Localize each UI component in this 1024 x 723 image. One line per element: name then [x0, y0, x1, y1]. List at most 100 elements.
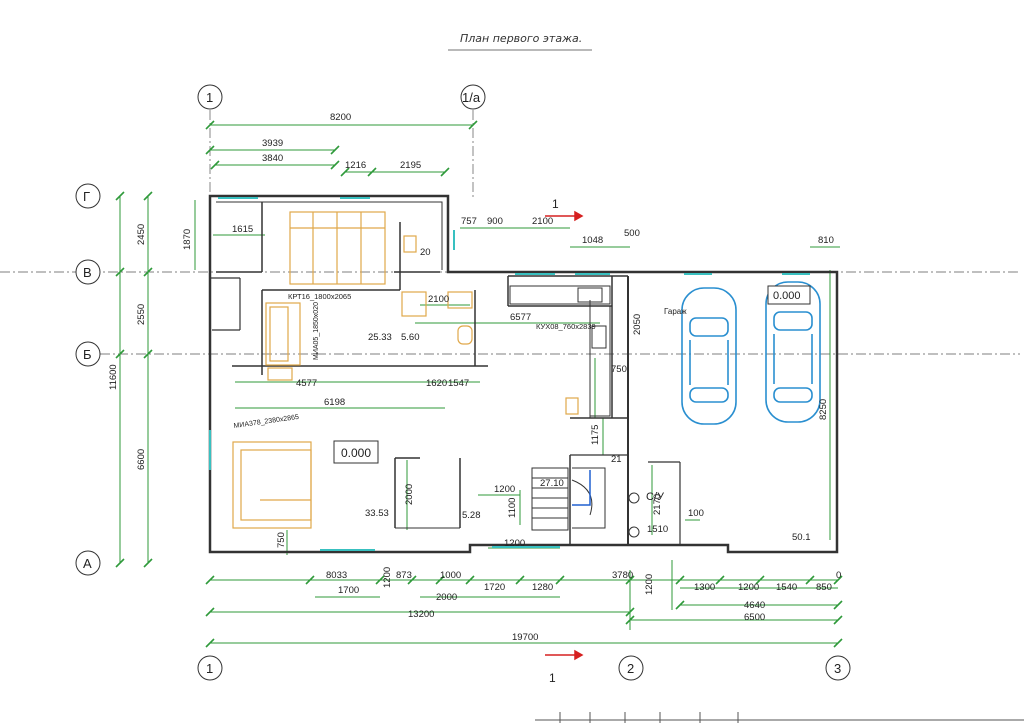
dim-100: 100 — [688, 508, 704, 519]
dim-750-a: 750 — [611, 364, 627, 375]
level-box-main — [333, 440, 379, 464]
level-garage: 0.000 — [773, 290, 801, 302]
dim-b-4640: 4640 — [744, 600, 765, 611]
dim-1216: 1216 — [345, 160, 366, 171]
level-box-garage — [767, 285, 811, 305]
dim-8200: 8200 — [330, 112, 351, 123]
label-sofa-living: МИА378_2380х2865 — [233, 414, 299, 430]
dim-b-1000: 1000 — [440, 570, 461, 581]
dim-b-1200: 1200 — [382, 567, 393, 588]
dim-3840: 3840 — [262, 153, 283, 164]
dim-2195: 2195 — [400, 160, 421, 171]
dim-11600: 11600 — [108, 364, 119, 390]
area-5-60: 5.60 — [401, 332, 420, 343]
axis-col-2: 2 — [627, 661, 634, 676]
level-main: 0.000 — [341, 446, 371, 460]
sofa-top — [265, 302, 301, 366]
dim-1100: 1100 — [507, 498, 518, 518]
axis-col-1-bottom: 1 — [206, 661, 213, 676]
area-27-10: 27.10 — [540, 478, 564, 489]
label-garage: Гараж — [664, 307, 687, 316]
car-right — [765, 281, 821, 423]
dim-6577: 6577 — [510, 312, 531, 323]
kitchen-counter — [509, 285, 611, 417]
axis-markers — [75, 84, 851, 681]
axis-col-1a: 1/а — [462, 90, 481, 105]
section-marks — [545, 210, 584, 661]
dim-750-b: 750 — [276, 532, 287, 548]
axis-col-1-top: 1 — [206, 90, 213, 105]
dim-b-8033: 8033 — [326, 570, 347, 581]
car-left — [681, 287, 737, 425]
walls — [208, 194, 839, 554]
dim-1510: 1510 — [647, 524, 668, 535]
dim-b-1200-2: 1200 — [644, 574, 655, 595]
dim-b-1200-3: 1200 — [738, 582, 759, 593]
axis-col-3: 3 — [834, 661, 841, 676]
section-mark-bottom: 1 — [549, 671, 556, 685]
dim-b-0: 0 — [836, 570, 841, 581]
axis-row-g: Г — [83, 189, 90, 204]
area-25-33: 25.33 — [368, 332, 392, 343]
dim-3939: 3939 — [262, 138, 283, 149]
dim-2100-mid: 2100 — [428, 294, 449, 305]
dim-2450: 2450 — [136, 224, 147, 245]
fixtures — [628, 492, 640, 538]
label-boiler: С/У — [646, 491, 665, 503]
dim-1620: 1620 — [426, 378, 447, 389]
dim-b-2000: 2000 — [436, 592, 457, 603]
area-5-28: 5.28 — [462, 510, 481, 521]
dim-900: 900 — [487, 216, 503, 227]
dim-1870: 1870 — [182, 229, 193, 250]
dim-b-1700: 1700 — [338, 585, 359, 596]
bottom-frame — [535, 712, 1024, 723]
dim-8250: 8250 — [818, 399, 829, 420]
dim-1615: 1615 — [232, 224, 253, 235]
dim-2100-top: 2100 — [532, 216, 553, 227]
dim-b-873: 873 — [396, 570, 412, 581]
dim-b-3780: 3780 — [612, 570, 633, 581]
dimension-lines — [119, 124, 840, 644]
dim-b-1280: 1280 — [532, 582, 553, 593]
axis-row-b: Б — [83, 347, 92, 362]
dim-b-19700: 19700 — [512, 632, 538, 643]
dim-b-6500: 6500 — [744, 612, 765, 623]
label-kitchen: КУХ08_760х2839 — [536, 322, 596, 331]
area-33-53: 33.53 — [365, 508, 389, 519]
dim-757: 757 — [461, 216, 477, 227]
dim-6198: 6198 — [324, 397, 345, 408]
dim-1547: 1547 — [448, 378, 469, 389]
stair-arrow — [572, 470, 591, 506]
area-20: 20 — [420, 247, 431, 258]
windows — [209, 197, 810, 551]
area-50-1: 50.1 — [792, 532, 811, 543]
area-21: 21 — [611, 454, 622, 465]
dim-2170: 2170 — [652, 494, 663, 515]
label-sofa-top: МИА05_1850х020 — [313, 302, 320, 360]
sofa-living — [232, 441, 312, 529]
dim-2550: 2550 — [136, 304, 147, 325]
table-round — [457, 325, 473, 345]
dimension-ticks — [115, 120, 843, 648]
section-mark-top: 1 — [552, 197, 559, 211]
dim-b-1300: 1300 — [694, 582, 715, 593]
dim-4577: 4577 — [296, 378, 317, 389]
plan-title: План первого этажа. — [460, 32, 582, 45]
dim-b-850: 850 — [816, 582, 832, 593]
label-bed: КРТ16_1800х2065 — [288, 292, 351, 301]
furniture — [232, 211, 579, 529]
dim-2000: 2000 — [404, 484, 415, 505]
dim-1200-b: 1200 — [504, 538, 525, 549]
dim-1175: 1175 — [590, 425, 601, 445]
axis-row-a: А — [83, 556, 92, 571]
dim-810: 810 — [818, 235, 834, 246]
dim-2050: 2050 — [632, 314, 643, 335]
dim-1048: 1048 — [582, 235, 603, 246]
dim-b-1540: 1540 — [776, 582, 797, 593]
axis-row-v: В — [83, 265, 92, 280]
dim-500: 500 — [624, 228, 640, 239]
cars — [681, 281, 821, 425]
dim-b-1720: 1720 — [484, 582, 505, 593]
dim-b-13200: 13200 — [408, 609, 434, 620]
dim-1200-a: 1200 — [494, 484, 515, 495]
